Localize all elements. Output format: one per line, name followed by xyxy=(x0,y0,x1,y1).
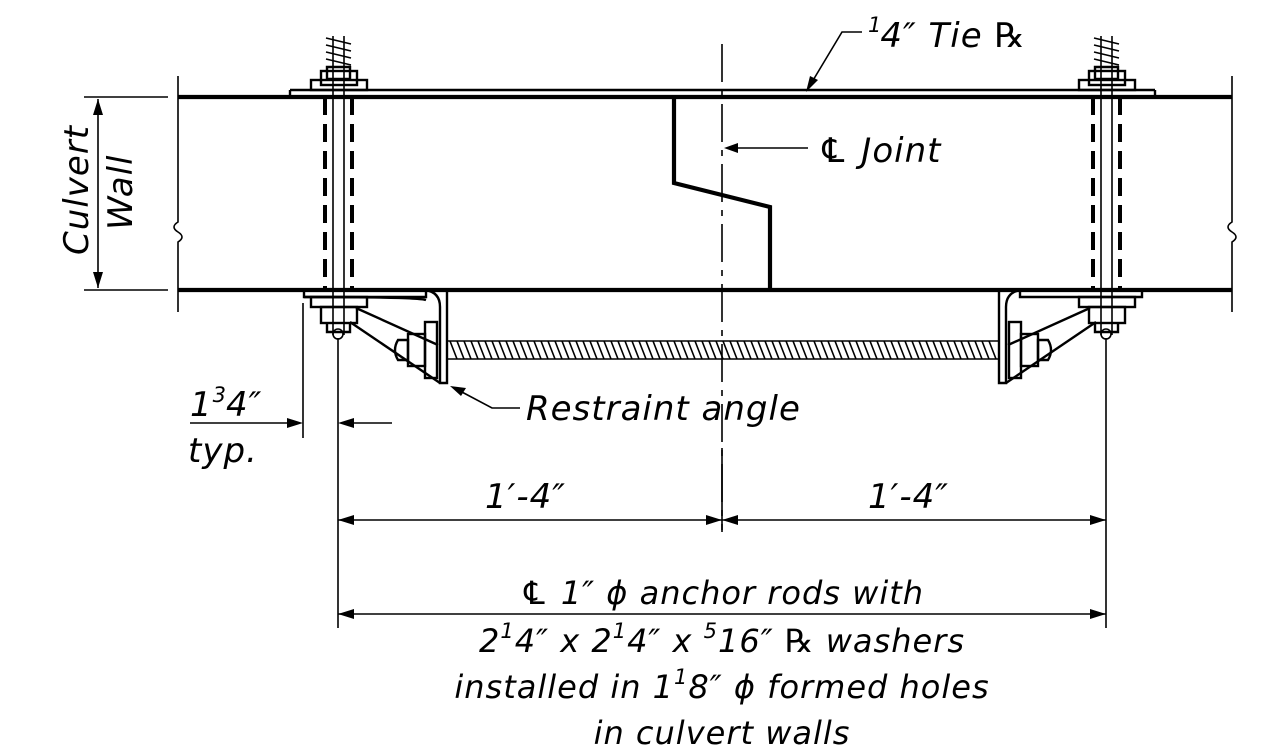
spacing-dimension-lines xyxy=(338,338,1107,628)
note-line-4: in culvert walls xyxy=(594,714,851,752)
note-line-2: 214″ x 214″ x 516″ ℞ washers xyxy=(479,619,965,660)
note-line-3: installed in 118″ ϕ formed holes xyxy=(454,665,989,706)
culvert-wall-label-line1: Culvert xyxy=(57,124,97,255)
dim-left-label: 1′-4″ xyxy=(485,477,566,517)
left-anchor-rod xyxy=(309,36,369,340)
dim-right-label: 1′-4″ xyxy=(868,477,949,517)
culvert-wall-dimension xyxy=(84,96,168,291)
restraint-angle-leader xyxy=(450,386,520,409)
edge-distance-dimension xyxy=(190,303,392,628)
right-anchor-rod xyxy=(1077,36,1137,340)
cl-joint-label: ℄ Joint xyxy=(818,131,942,171)
restraint-angle-label: Restraint angle xyxy=(526,389,801,429)
thread-crests xyxy=(449,340,997,360)
edge-distance-label: 134″ xyxy=(190,383,262,425)
tie-plate-label: 14″ Tie ℞ xyxy=(868,13,1026,56)
edge-distance-typ: typ. xyxy=(188,431,258,471)
culvert-wall-label-line2: Wall xyxy=(101,155,141,231)
threaded-anchor-rod xyxy=(447,340,999,360)
right-rod-nut xyxy=(1019,332,1053,368)
cl-joint-leader xyxy=(724,143,808,153)
tie-plate-leader xyxy=(806,31,862,92)
note-line-1: ℄ 1″ ϕ anchor rods with xyxy=(520,574,924,612)
left-rod-nut xyxy=(393,332,427,368)
